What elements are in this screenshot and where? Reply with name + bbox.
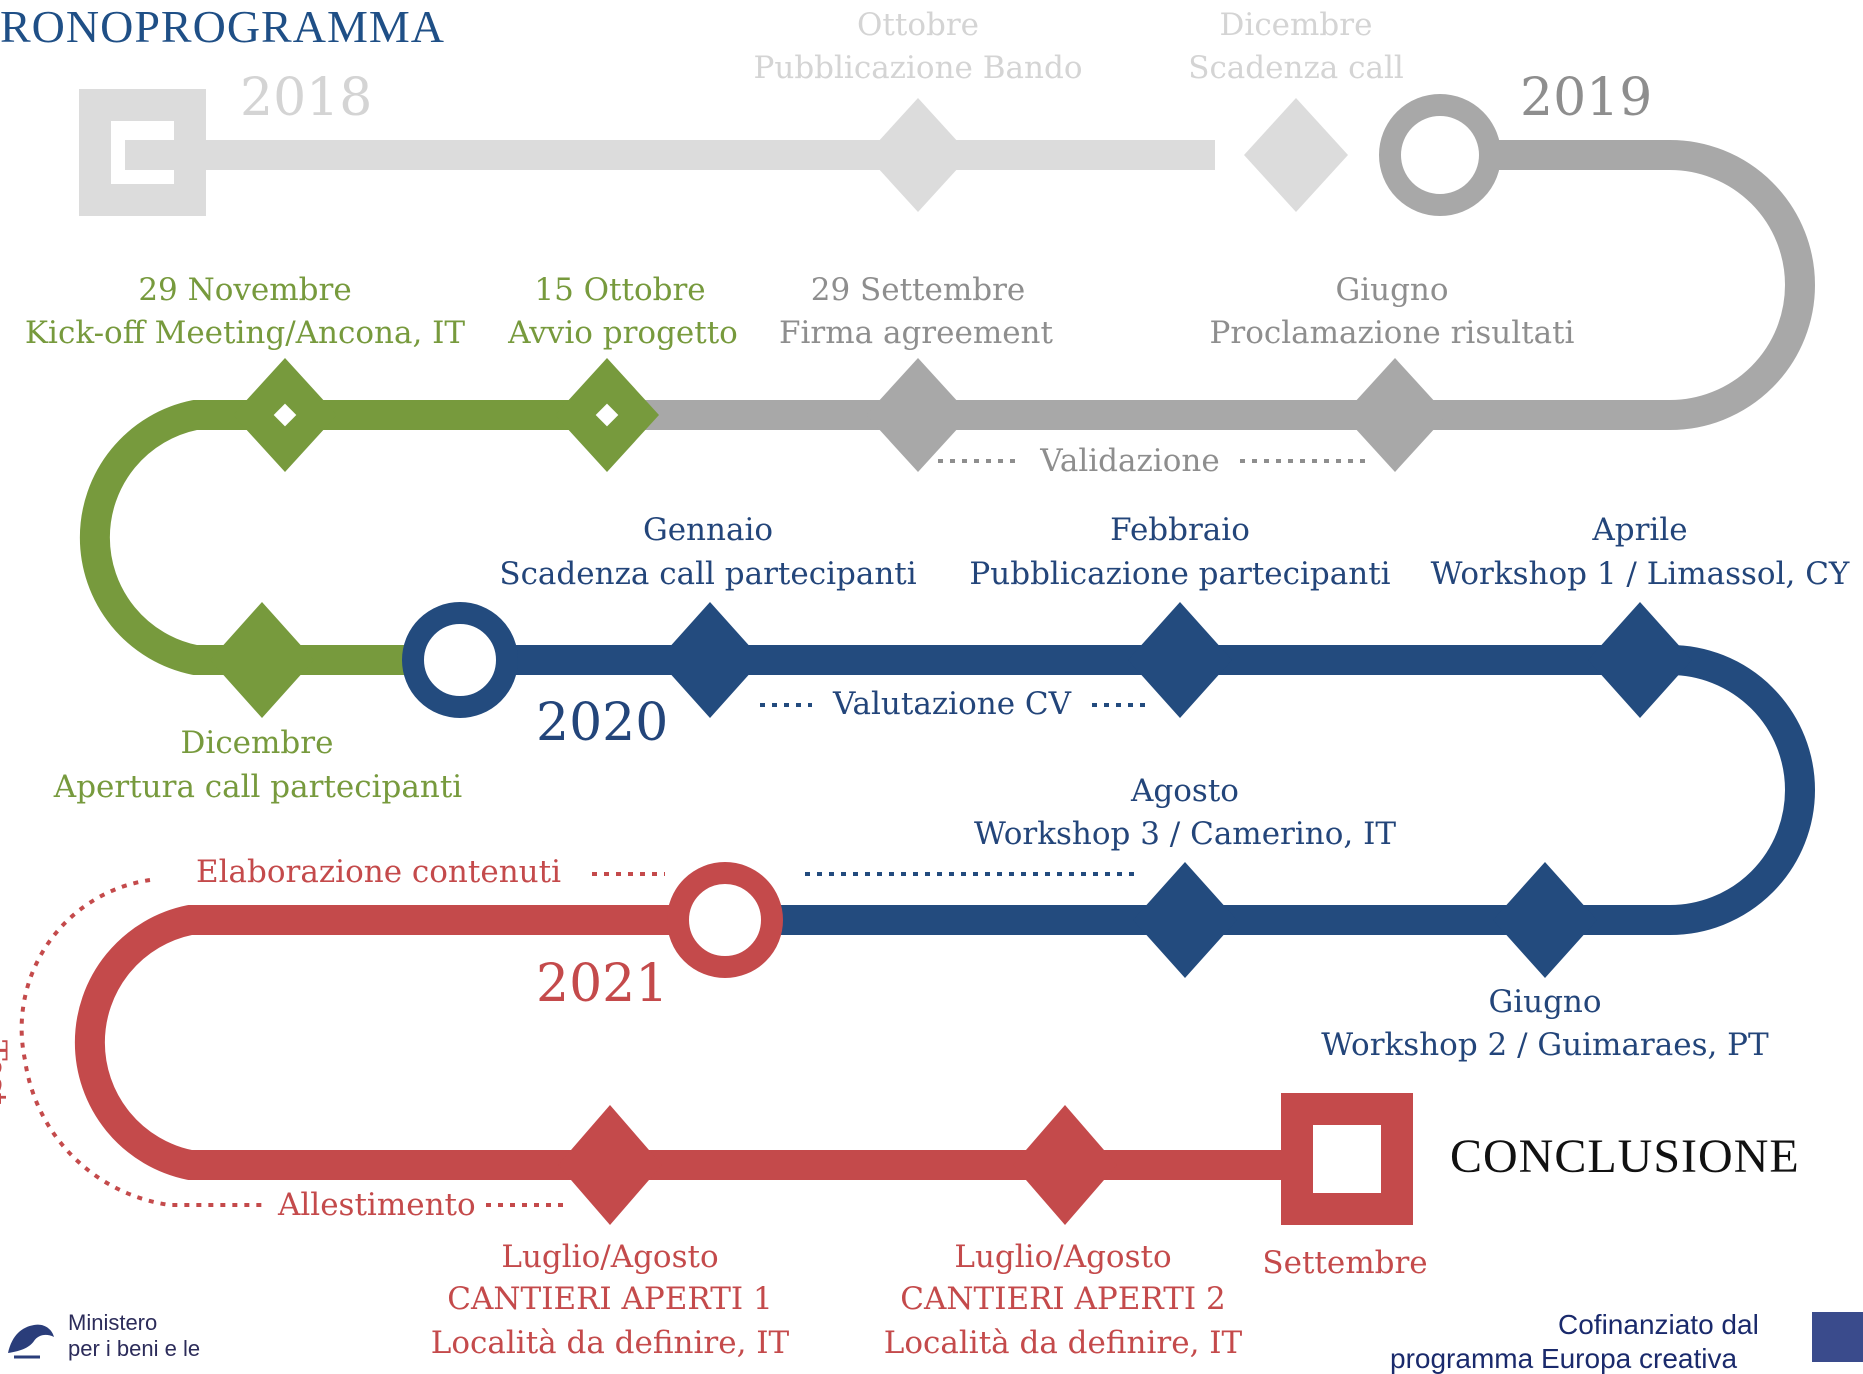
phase-valutazione: Valutazione CV xyxy=(832,686,1072,722)
label-agosto-event: Workshop 3 / Camerino, IT xyxy=(973,816,1397,852)
diamond-agosto xyxy=(1133,862,1237,978)
label-agosto-month: Agosto xyxy=(1131,773,1239,809)
ministry-logo-icon xyxy=(0,1313,62,1362)
label-giugno-2020-event: Workshop 2 / Guimaraes, PT xyxy=(1321,1027,1769,1063)
ministry-line2: per i beni e le xyxy=(68,1336,201,1361)
diamond-cantieri-1 xyxy=(558,1105,662,1225)
cofinanziato-line1: Cofinanziato dal xyxy=(1558,1309,1759,1340)
label-ottobre-event: Pubblicazione Bando xyxy=(753,50,1083,86)
label-cantieri-1-event: CANTIERI APERTI 1 xyxy=(447,1281,773,1317)
label-cantieri-2-event: CANTIERI APERTI 2 xyxy=(900,1281,1226,1317)
end-square xyxy=(1281,1093,1413,1225)
track-green xyxy=(79,400,640,675)
label-aprile-event: Workshop 1 / Limassol, CY xyxy=(1430,556,1850,592)
dots-test xyxy=(19,878,265,1207)
label-dicembre-2019-month: Dicembre xyxy=(180,725,334,761)
diamond-gennaio xyxy=(658,602,762,718)
label-conclusione: CONCLUSIONE xyxy=(1450,1130,1800,1183)
label-novembre-month: 29 Novembre xyxy=(138,272,352,308)
diamond-dicembre-2018 xyxy=(1244,98,1348,212)
label-aprile-month: Aprile xyxy=(1592,512,1688,548)
label-cantieri-2-place: Località da definire, IT xyxy=(883,1325,1243,1361)
label-cantieri-1-month: Luglio/Agosto xyxy=(501,1239,719,1275)
year-2019: 2019 xyxy=(1520,68,1653,128)
label-ottobre-15-month: 15 Ottobre xyxy=(534,272,706,308)
year-2018: 2018 xyxy=(240,68,373,128)
label-giugno-2020-month: Giugno xyxy=(1488,984,1602,1020)
circle-2021 xyxy=(667,862,783,978)
start-square xyxy=(79,89,206,216)
page-title: RONOPROGRAMMA xyxy=(0,1,445,52)
diamond-dicembre-2019 xyxy=(210,602,314,718)
diamond-aprile xyxy=(1588,602,1692,718)
circle-2020 xyxy=(402,602,518,718)
diamond-ottobre xyxy=(866,98,970,212)
label-giugno-2019-month: Giugno xyxy=(1335,272,1449,308)
label-ottobre-month: Ottobre xyxy=(856,7,980,43)
label-cantieri-1-place: Località da definire, IT xyxy=(430,1325,790,1361)
label-novembre-event: Kick-off Meeting/Ancona, IT xyxy=(24,315,466,351)
diamond-giugno-2019 xyxy=(1343,358,1447,472)
phase-test: Test xyxy=(0,1040,13,1105)
ministry-line1: Ministero xyxy=(68,1310,158,1335)
label-ottobre-15-event: Avvio progetto xyxy=(508,315,738,351)
diamond-febbraio xyxy=(1128,602,1232,718)
label-febbraio-event: Pubblicazione partecipanti xyxy=(969,556,1391,592)
label-cantieri-2-month: Luglio/Agosto xyxy=(954,1239,1172,1275)
year-2020: 2020 xyxy=(536,693,669,753)
label-settembre-29-event: Firma agreement xyxy=(779,315,1053,351)
label-gennaio-month: Gennaio xyxy=(642,512,774,548)
label-dicembre-2018-month: Dicembre xyxy=(1219,7,1373,43)
circle-2019 xyxy=(1379,94,1501,216)
cofinanziato-line2: programma Europa creativa xyxy=(1390,1343,1738,1374)
diamond-cantieri-2 xyxy=(1013,1105,1117,1225)
phase-elaborazione: Elaborazione contenuti xyxy=(196,854,562,890)
diamond-settembre-29 xyxy=(866,358,970,472)
label-dicembre-2019-event: Apertura call partecipanti xyxy=(53,769,463,805)
label-giugno-2019-event: Proclamazione risultati xyxy=(1209,315,1575,351)
diamond-giugno-2020 xyxy=(1493,862,1597,978)
eu-flag-icon xyxy=(1812,1312,1863,1362)
label-settembre-2021-month: Settembre xyxy=(1262,1245,1428,1281)
track-2021 xyxy=(74,905,1340,1180)
label-settembre-29-month: 29 Settembre xyxy=(810,272,1026,308)
label-gennaio-event: Scadenza call partecipanti xyxy=(499,556,917,592)
track-2019 xyxy=(640,140,1815,430)
label-febbraio-month: Febbraio xyxy=(1110,512,1250,548)
year-2021: 2021 xyxy=(536,954,669,1014)
phase-validazione: Validazione xyxy=(1040,443,1220,479)
phase-allestimento: Allestimento xyxy=(278,1187,476,1223)
track-2020 xyxy=(460,645,1815,935)
label-dicembre-2018-event: Scadenza call xyxy=(1188,50,1404,86)
